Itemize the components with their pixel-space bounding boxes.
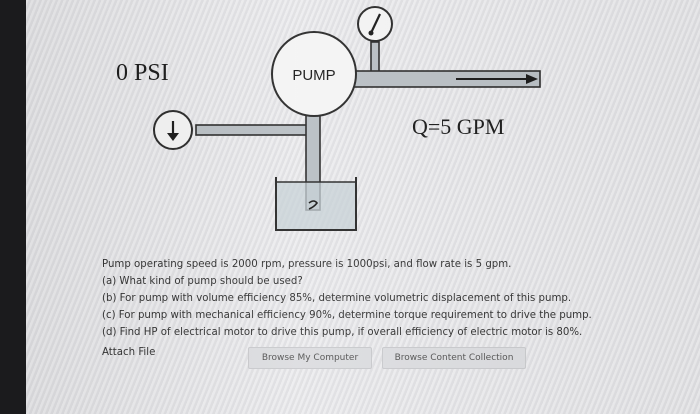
question-part-c: (c) For pump with mechanical efficiency … [102, 310, 592, 321]
suction-gauge-needle-tip [167, 133, 179, 141]
question-part-d: (d) Find HP of electrical motor to drive… [102, 327, 583, 338]
strainer-icon [308, 200, 319, 210]
question-part-b: (b) For pump with volume efficiency 85%,… [102, 293, 572, 304]
browse-content-collection-button[interactable]: Browse Content Collection [382, 347, 526, 369]
flow-rate-label: Q=5 GPM [412, 114, 504, 139]
pump-circle [271, 31, 357, 117]
gauge-stem-pipe [370, 41, 380, 75]
question-text: Pump operating speed is 2000 rpm, pressu… [102, 256, 662, 341]
attach-file-row: Attach File Browse My Computer Browse Co… [102, 347, 662, 369]
question-page: PUMP 0 PSI Q=5 GPM Pump operating speed … [26, 0, 700, 414]
suction-pressure-label: 0 PSI [116, 60, 169, 86]
pump-label: PUMP [292, 67, 335, 84]
question-intro: Pump operating speed is 2000 rpm, pressu… [102, 259, 512, 270]
flow-arrowhead-icon [526, 74, 538, 84]
discharge-gauge-pivot [368, 30, 374, 36]
suction-pipe-horizontal [195, 124, 309, 136]
attach-file-label: Attach File [102, 347, 156, 358]
pump-diagram: PUMP 0 PSI Q=5 GPM [116, 6, 541, 231]
browse-my-computer-button[interactable]: Browse My Computer [248, 347, 372, 369]
question-part-a: (a) What kind of pump should be used? [102, 276, 303, 287]
reservoir-fluid [277, 182, 355, 229]
discharge-gauge-needle [370, 13, 381, 34]
reservoir-tank [275, 177, 357, 231]
